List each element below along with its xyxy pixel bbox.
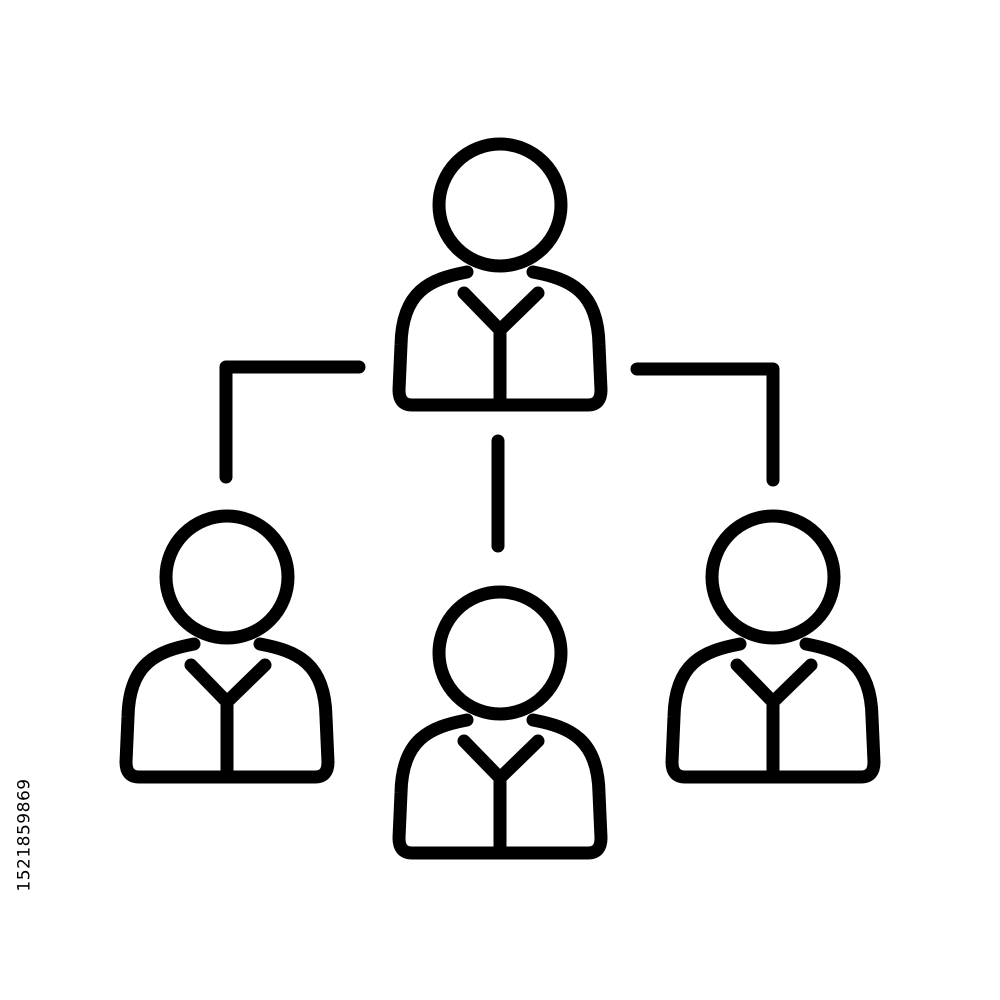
person-icon [399, 592, 601, 853]
connector-lines [219, 360, 780, 553]
person-icon [126, 516, 328, 777]
person-icon [399, 144, 601, 405]
connector-left [219, 360, 366, 484]
connector-right [630, 362, 780, 487]
person-icon [672, 516, 874, 777]
